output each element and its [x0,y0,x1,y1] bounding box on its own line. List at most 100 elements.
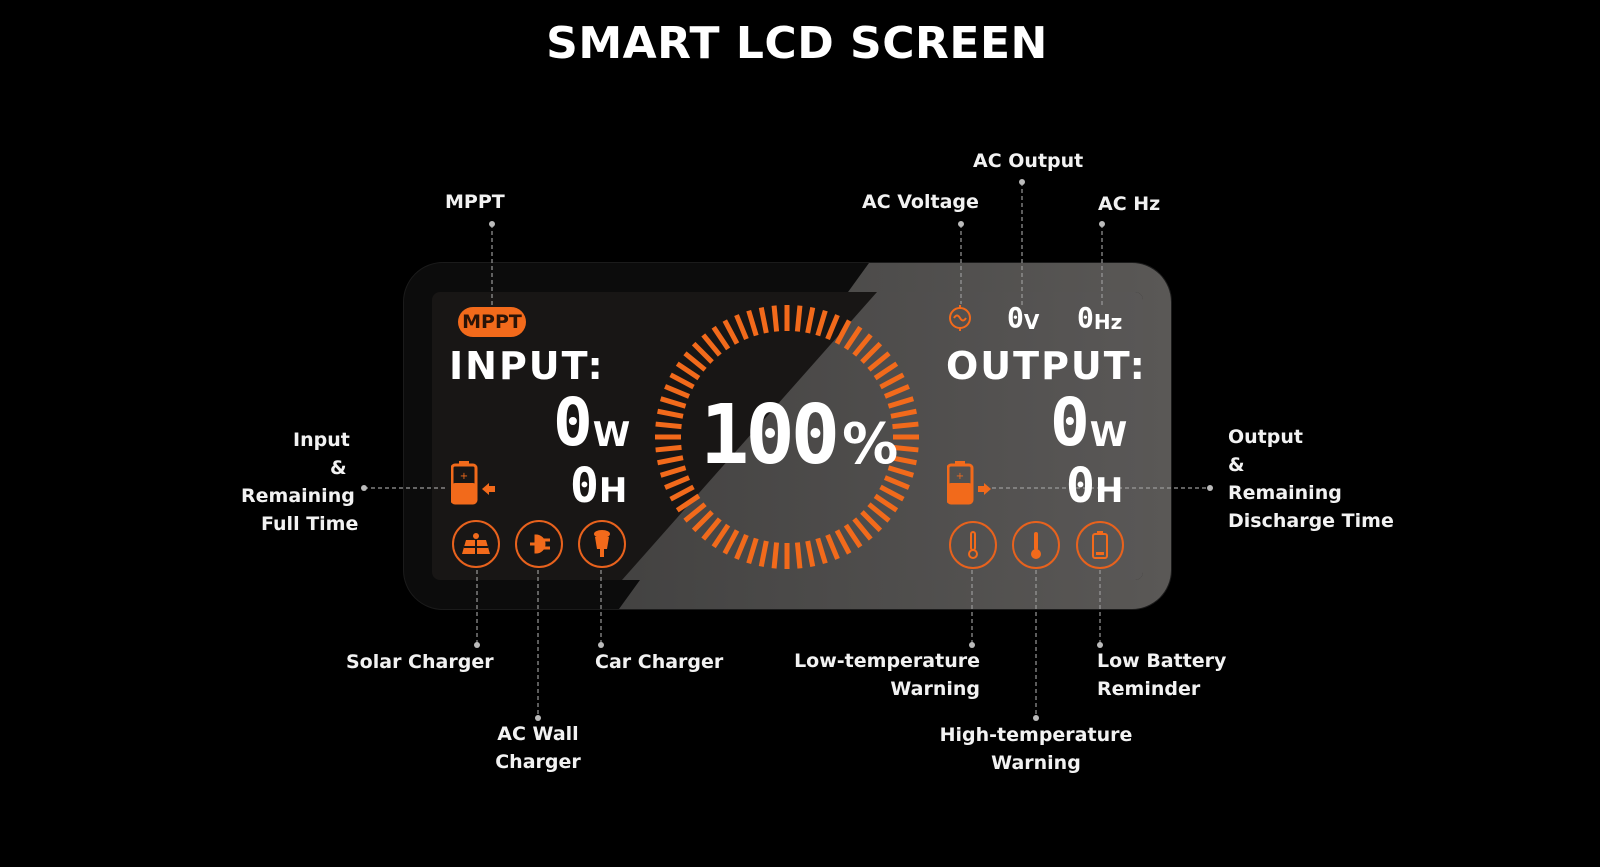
ring-tick [746,537,759,565]
ring-tick [867,351,891,372]
ring-tick [657,408,684,419]
ac-hz-value: 0 [1077,301,1094,334]
battery-charging-icon: + [450,461,497,509]
ring-tick [758,307,769,334]
mppt-badge: MPPT [458,307,526,337]
ac-hz-readout: 0 Hz [1077,301,1123,334]
ring-tick [669,484,695,502]
ring-tick [711,325,731,351]
callout-line: Charger [495,751,581,773]
callout-ac-voltage: AC Voltage [862,191,979,213]
output-watts: 0 W [1050,390,1127,456]
ring-tick [655,421,682,430]
ring-tick [867,502,891,523]
solar-charger-icon [452,520,500,568]
callout-line: Warning [890,678,980,700]
ring-tick [805,307,816,334]
ring-tick [675,361,701,381]
callout-line: Low-temperature [794,650,980,672]
ring-tick [834,529,852,555]
callout-line: Full Time [261,513,359,535]
ring-tick [771,305,780,332]
input-watts: 0 W [553,390,630,456]
ring-tick [659,465,687,478]
callout-low-battery-reminder: Low Battery Reminder [1097,647,1226,703]
ring-tick [794,305,803,332]
callout-ac-output: AC Output [973,150,1084,172]
ring-tick [746,309,759,337]
ring-tick [815,309,828,337]
callout-line: Remaining [1228,482,1342,504]
callout-input-remaining-full-time: Input & Remaining Full Time [241,426,358,538]
battery-discharging-icon: + [946,461,993,509]
callout-line: Remaining [241,485,355,507]
ring-tick [834,319,852,345]
ring-tick [669,372,695,390]
ac-voltage-readout: 0 V [1007,301,1040,334]
ring-tick [887,396,915,409]
ring-tick [825,533,840,560]
ring-tick [664,384,691,399]
ring-tick [890,408,917,419]
ring-tick [883,384,910,399]
ring-tick [675,493,701,513]
output-watts-unit: W [1089,415,1128,455]
ring-tick [655,444,682,453]
ring-tick [852,333,873,357]
battery-ring [655,305,919,569]
ring-tick [657,455,684,466]
ring-tick [722,529,740,555]
callout-ac-hz: AC Hz [1098,193,1161,215]
ring-tick [691,341,714,364]
ring-tick [815,537,828,565]
ring-tick [683,351,707,372]
ac-voltage-value: 0 [1007,301,1024,334]
ring-tick [843,325,863,351]
callout-line: Output [1228,426,1303,448]
callout-line: AC Wall [497,723,579,745]
ring-tick [892,444,919,453]
ring-tick [691,510,714,533]
callout-solar-charger: Solar Charger [346,651,494,673]
callout-line: Discharge Time [1228,510,1394,532]
low-temperature-icon [949,521,997,569]
input-watts-value: 0 [553,384,593,461]
input-hours: 0 H [570,462,627,510]
ring-tick [683,502,707,523]
callout-line: Low Battery [1097,650,1227,672]
callout-line: & [330,457,347,479]
ring-tick [734,314,749,341]
ring-tick [771,542,780,569]
ring-tick [722,319,740,345]
ring-tick [794,542,803,569]
callout-output-remaining-discharge-time: Output & Remaining Discharge Time [1228,423,1394,535]
ring-tick [879,484,905,502]
ring-tick [711,523,731,549]
ac-output-icon [946,304,974,336]
ring-tick [758,540,769,567]
output-watts-value: 0 [1050,384,1090,461]
ac-voltage-unit: V [1023,310,1040,334]
output-hours-unit: H [1094,471,1124,511]
ring-tick [892,421,919,430]
callout-car-charger: Car Charger [595,651,724,673]
input-watts-unit: W [592,415,631,455]
callout-line: & [1228,454,1245,476]
input-heading: INPUT: [449,344,605,388]
output-hours: 0 H [1066,462,1123,510]
ring-tick [860,341,883,364]
ring-tick [843,523,863,549]
battery-percent-value: 100 [700,388,840,483]
battery-percentage: 100 % [700,395,898,477]
ring-tick [883,475,910,490]
ring-tick [887,465,915,478]
input-hours-unit: H [598,471,628,511]
ac-plug-icon [515,520,563,568]
ring-tick [879,372,905,390]
callout-line: Warning [991,752,1081,774]
ring-tick [890,455,917,466]
ring-tick [701,517,722,541]
ac-hz-unit: Hz [1093,310,1123,334]
svg-text:+: + [460,471,468,482]
callout-ac-wall-charger: AC Wall Charger [486,720,590,776]
